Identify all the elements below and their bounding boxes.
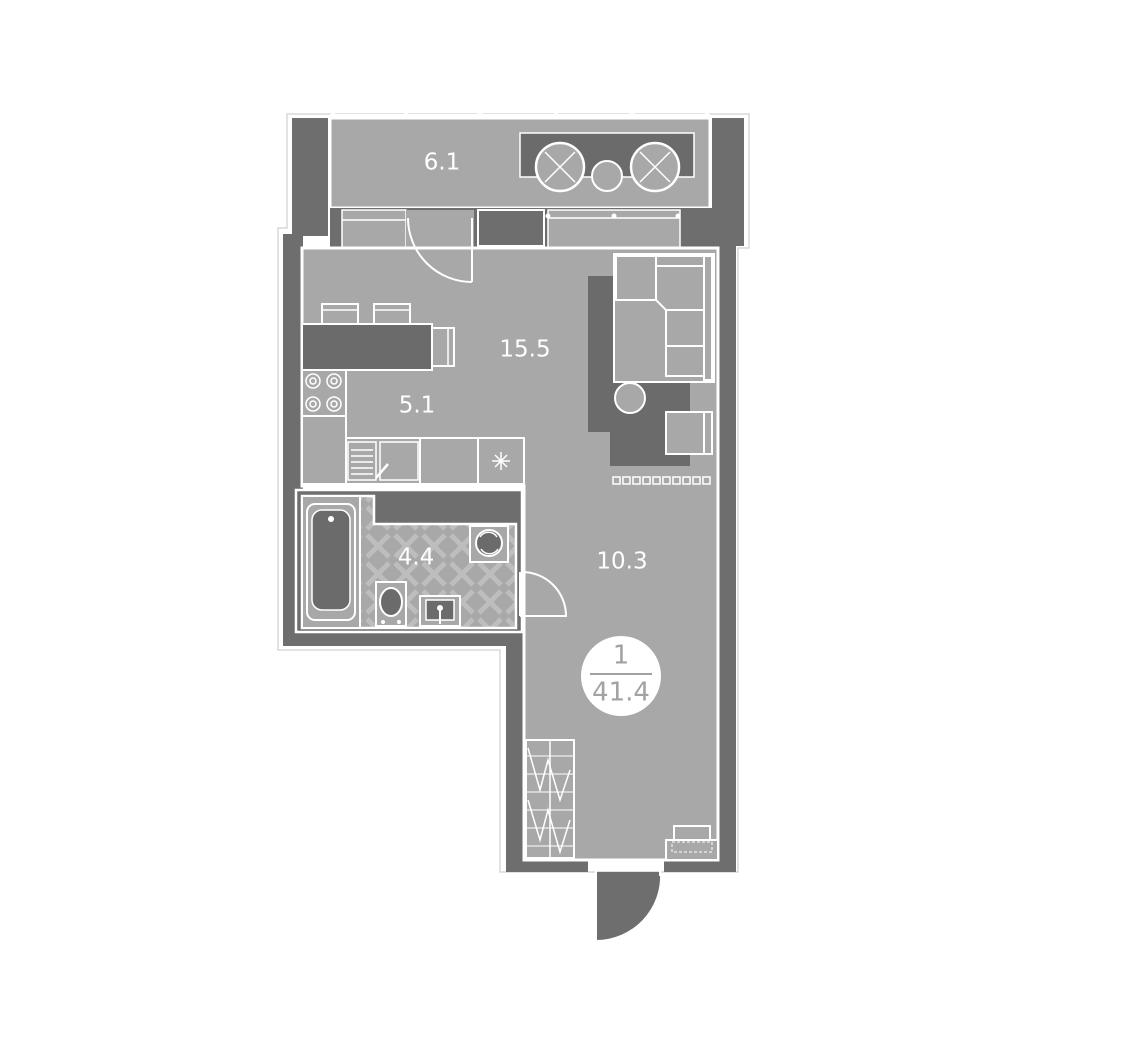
armchair — [665, 411, 713, 455]
entrance-door — [595, 868, 661, 941]
washbasin-icon — [419, 595, 461, 627]
balcony-door — [407, 217, 473, 283]
wardrobe — [525, 739, 575, 859]
sink-icon — [347, 441, 419, 481]
bathroom-area-label: 4.4 — [398, 545, 435, 571]
balcony-window-left — [341, 209, 407, 249]
kitchen-area-label: 5.1 — [399, 393, 436, 419]
room-count: 1 — [613, 641, 630, 671]
balcony-armchair-right — [629, 141, 681, 193]
balcony-window-right — [545, 209, 681, 249]
apartment-badge: 1 41.4 — [581, 636, 661, 716]
dining-table — [301, 323, 433, 371]
fridge-icon — [492, 452, 510, 470]
stove-icon — [305, 373, 342, 412]
sofa — [613, 253, 715, 383]
balcony-area-label: 6.1 — [424, 150, 461, 176]
bathtub-icon — [306, 503, 356, 621]
living-area-label: 15.5 — [499, 337, 550, 363]
hall-area-label: 10.3 — [596, 549, 647, 575]
balcony-armchair-left — [534, 141, 586, 193]
total-area: 41.4 — [592, 678, 650, 708]
toilet-icon — [375, 581, 407, 627]
balcony-door-opening — [406, 210, 474, 248]
bathroom-door — [519, 571, 568, 617]
shoe-cabinet — [665, 825, 719, 861]
outer-outline — [277, 113, 750, 873]
washing-machine-icon — [469, 525, 509, 563]
balcony-table — [591, 160, 623, 192]
radiator — [612, 476, 711, 485]
coffee-table — [614, 382, 646, 414]
balcony-pier — [477, 209, 545, 247]
